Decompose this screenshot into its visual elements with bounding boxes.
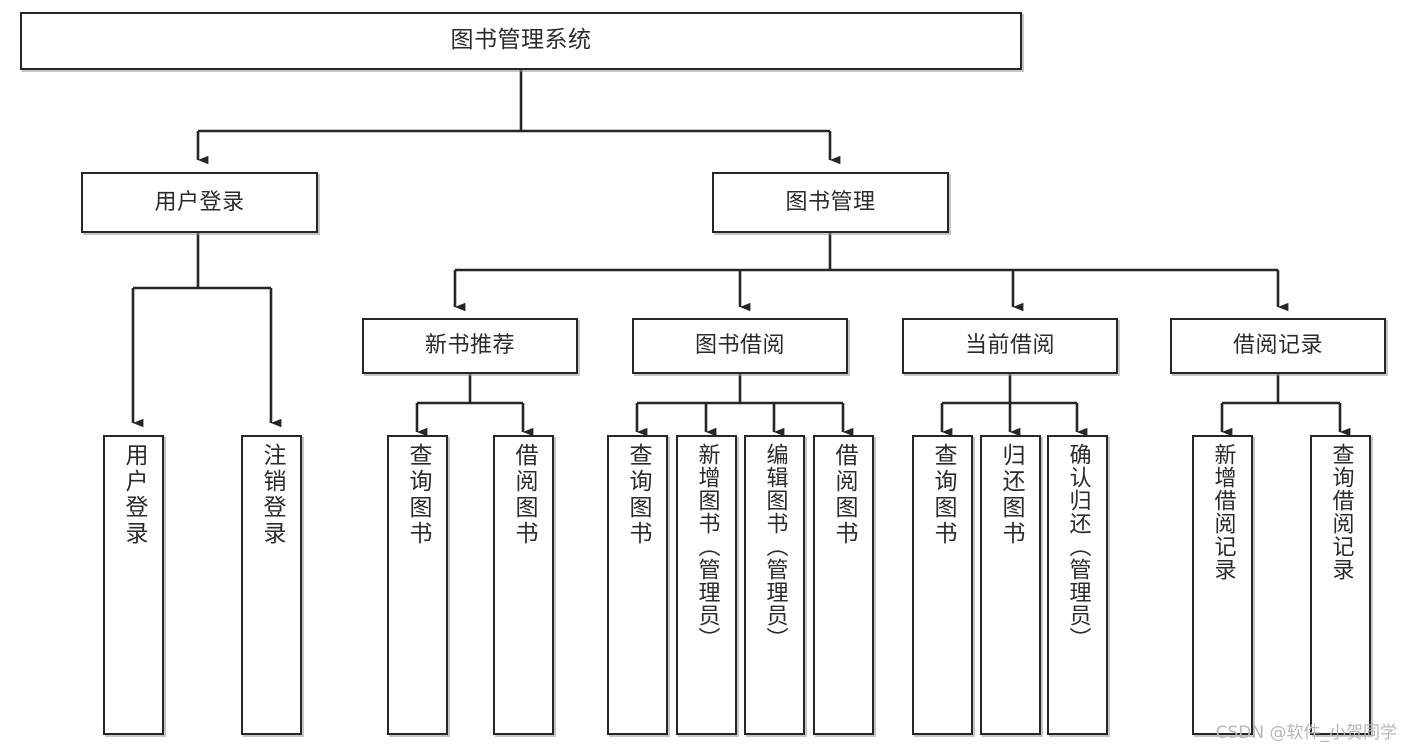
leaf-borrow-query-book[interactable]: 查询图书 [607, 435, 668, 735]
leaf-current-query-book-label: 查询图书 [930, 443, 956, 547]
leaf-current-return-book-label: 归还图书 [998, 443, 1024, 547]
node-root[interactable]: 图书管理系统 [20, 12, 1022, 70]
leaf-newbook-borrow-book-label: 借阅图书 [511, 443, 537, 547]
leaf-newbook-borrow-book[interactable]: 借阅图书 [493, 435, 554, 735]
leaf-user-login[interactable]: 用户登录 [103, 435, 164, 735]
leaf-current-return-book[interactable]: 归还图书 [980, 435, 1041, 735]
node-new-book-recommend-label: 新书推荐 [424, 333, 515, 359]
leaf-user-logout-label: 注销登录 [259, 443, 285, 547]
leaf-newbook-query-book-label: 查询图书 [405, 443, 431, 547]
node-current-borrow-label: 当前借阅 [964, 333, 1055, 359]
leaf-borrow-query-book-label: 查询图书 [625, 443, 651, 547]
leaf-current-confirm-return[interactable]: 确认归还（管理员） [1047, 435, 1108, 735]
node-book-borrow-label: 图书借阅 [694, 333, 785, 359]
node-user-login[interactable]: 用户登录 [81, 172, 318, 233]
node-borrow-records-label: 借阅记录 [1232, 333, 1323, 359]
leaf-user-login-label: 用户登录 [121, 443, 147, 547]
leaf-borrow-borrow-book[interactable]: 借阅图书 [813, 435, 874, 735]
node-book-management[interactable]: 图书管理 [712, 172, 949, 233]
node-root-label: 图书管理系统 [450, 27, 592, 54]
leaf-records-query-record-label: 查询借阅记录 [1328, 443, 1354, 581]
leaf-newbook-query-book[interactable]: 查询图书 [387, 435, 448, 735]
node-borrow-records[interactable]: 借阅记录 [1170, 318, 1386, 374]
node-book-borrow[interactable]: 图书借阅 [632, 318, 848, 374]
leaf-borrow-add-book[interactable]: 新增图书（管理员） [676, 435, 737, 735]
leaf-current-confirm-return-label: 确认归还（管理员） [1065, 443, 1091, 650]
watermark: CSDN @软件_小贺同学 [1215, 723, 1397, 743]
node-new-book-recommend[interactable]: 新书推荐 [362, 318, 578, 374]
node-current-borrow[interactable]: 当前借阅 [902, 318, 1118, 374]
leaf-records-query-record[interactable]: 查询借阅记录 [1310, 435, 1371, 735]
node-user-login-label: 用户登录 [154, 189, 245, 215]
leaf-borrow-edit-book-label: 编辑图书（管理员） [762, 443, 788, 650]
leaf-borrow-add-book-label: 新增图书（管理员） [694, 443, 720, 650]
leaf-current-query-book[interactable]: 查询图书 [912, 435, 973, 735]
node-book-management-label: 图书管理 [785, 189, 876, 215]
leaf-records-add-record-label: 新增借阅记录 [1210, 443, 1236, 581]
leaf-borrow-edit-book[interactable]: 编辑图书（管理员） [744, 435, 805, 735]
leaf-records-add-record[interactable]: 新增借阅记录 [1192, 435, 1253, 735]
leaf-user-logout[interactable]: 注销登录 [241, 435, 302, 735]
leaf-borrow-borrow-book-label: 借阅图书 [831, 443, 857, 547]
